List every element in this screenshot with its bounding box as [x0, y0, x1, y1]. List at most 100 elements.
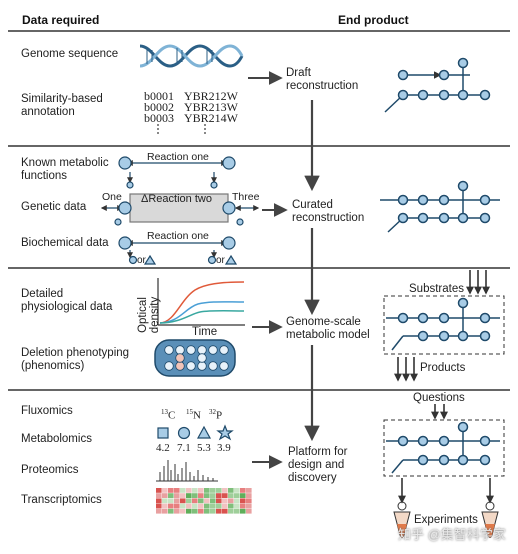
label-proteomics: Proteomics — [21, 464, 79, 476]
heatmap-cell — [246, 493, 252, 498]
heatmap-cell — [168, 488, 174, 493]
heatmap-cell — [234, 498, 240, 504]
heatmap-cell — [180, 503, 186, 509]
heatmap-cell — [204, 493, 210, 498]
isotope-phosphorus: 32P — [209, 408, 223, 422]
watermark: 知乎 @集智科学家 — [398, 527, 506, 542]
proteomics-spectrum — [156, 460, 218, 482]
label-genome-sequence: Genome sequence — [21, 48, 119, 60]
heatmap-cell — [222, 498, 228, 504]
heatmap-cell — [240, 488, 246, 493]
experiments-label: Experiments — [414, 514, 478, 526]
draft-network — [384, 57, 491, 113]
label-one: One — [102, 191, 122, 203]
substrates-label: Substrates — [409, 283, 464, 295]
heatmap-cell — [180, 488, 186, 493]
label-fluxomics: Fluxomics — [21, 405, 73, 417]
reaction-diagram — [100, 156, 260, 265]
chart-y-axis-label: Optical density — [137, 296, 161, 334]
heatmap-cell — [192, 493, 198, 498]
heatmap-cell — [198, 508, 204, 514]
label-known-functions: Known metabolic functions — [21, 157, 109, 182]
heatmap-cell — [162, 493, 168, 498]
label-genetic-data: Genetic data — [21, 201, 87, 213]
heatmap-cell — [156, 493, 162, 498]
heatmap-cell — [222, 508, 228, 514]
heatmap-cell — [192, 488, 198, 493]
test-tube-icon-left — [393, 501, 411, 538]
heatmap-cell — [180, 508, 186, 514]
heatmap-cell — [228, 493, 234, 498]
label-three: Three — [232, 191, 260, 203]
products-label: Products — [420, 362, 466, 374]
phenomics-plate — [154, 339, 236, 377]
reaction-one-bottom-label: Reaction one — [147, 230, 209, 242]
heatmap-cell — [234, 503, 240, 509]
heatmap-cell — [210, 508, 216, 514]
heatmap-cell — [246, 508, 252, 514]
product-platform: Platform for design and discovery — [288, 446, 348, 484]
heatmap-cell — [186, 493, 192, 498]
metabolite-value-3: 5.3 — [197, 442, 211, 454]
heatmap-cell — [180, 493, 186, 498]
model-network — [383, 270, 505, 382]
heatmap-cell — [216, 503, 222, 509]
product-curated-reconstruction: Curated reconstruction — [292, 199, 365, 224]
label-biochemical-data: Biochemical data — [21, 237, 109, 249]
heatmap-cell — [210, 503, 216, 509]
heatmap-cell — [198, 493, 204, 498]
dna-helix-icon — [139, 44, 244, 68]
heatmap-cell — [234, 493, 240, 498]
heatmap-cell — [174, 498, 180, 504]
heatmap-cell — [186, 488, 192, 493]
heatmap-cell — [192, 498, 198, 504]
curated-network — [380, 180, 500, 233]
heatmap-cell — [186, 508, 192, 514]
reaction-two-box — [129, 193, 229, 223]
growth-curve-blue — [159, 301, 245, 324]
heatmap-cell — [204, 488, 210, 493]
heatmap-cell — [222, 493, 228, 498]
heatmap-cell — [168, 503, 174, 509]
metabolite-value-1: 4.2 — [156, 442, 170, 454]
growth-curve-red — [159, 281, 245, 324]
gene-ids-yeast: YBR212W YBR213W YBR214W — [184, 89, 238, 125]
heatmap-cell — [174, 493, 180, 498]
heatmap-cell — [156, 498, 162, 504]
isotope-carbon: 13C — [161, 408, 176, 422]
heatmap-cell — [240, 493, 246, 498]
heatmap-cell — [210, 488, 216, 493]
growth-curve-teal — [159, 310, 245, 324]
isotope-nitrogen: 15N — [186, 408, 201, 422]
heatmap-cell — [210, 498, 216, 504]
heatmap-cell — [234, 488, 240, 493]
heatmap-cell — [246, 488, 252, 493]
reaction-one-top-label: Reaction one — [147, 151, 209, 163]
heatmap-cell — [168, 508, 174, 514]
heatmap-cell — [162, 503, 168, 509]
gene-ids-ecoli: b0001 b0002 b0003 — [144, 89, 174, 125]
heatmap-cell — [228, 498, 234, 504]
label-metabolomics: Metabolomics — [21, 433, 92, 445]
heatmap-cell — [216, 488, 222, 493]
heatmap-cell — [186, 498, 192, 504]
label-similarity-annotation: Similarity-based annotation — [21, 93, 103, 118]
label-transcriptomics: Transcriptomics — [21, 494, 102, 506]
heatmap-cell — [186, 503, 192, 509]
heatmap-cell — [204, 503, 210, 509]
header-end-product: End product — [338, 13, 409, 27]
heatmap-cell — [246, 503, 252, 509]
heatmap-cell — [216, 493, 222, 498]
product-genome-scale-model: Genome-scale metabolic model — [286, 316, 370, 341]
heatmap-cell — [198, 498, 204, 504]
label-or-right: or — [216, 255, 225, 266]
heatmap-cell — [228, 503, 234, 509]
heatmap-cell — [156, 488, 162, 493]
heatmap-cell — [192, 508, 198, 514]
metabolite-value-2: 7.1 — [177, 442, 191, 454]
heatmap-cell — [162, 498, 168, 504]
platform-network — [383, 404, 505, 538]
product-draft-reconstruction: Draft reconstruction — [286, 67, 359, 92]
